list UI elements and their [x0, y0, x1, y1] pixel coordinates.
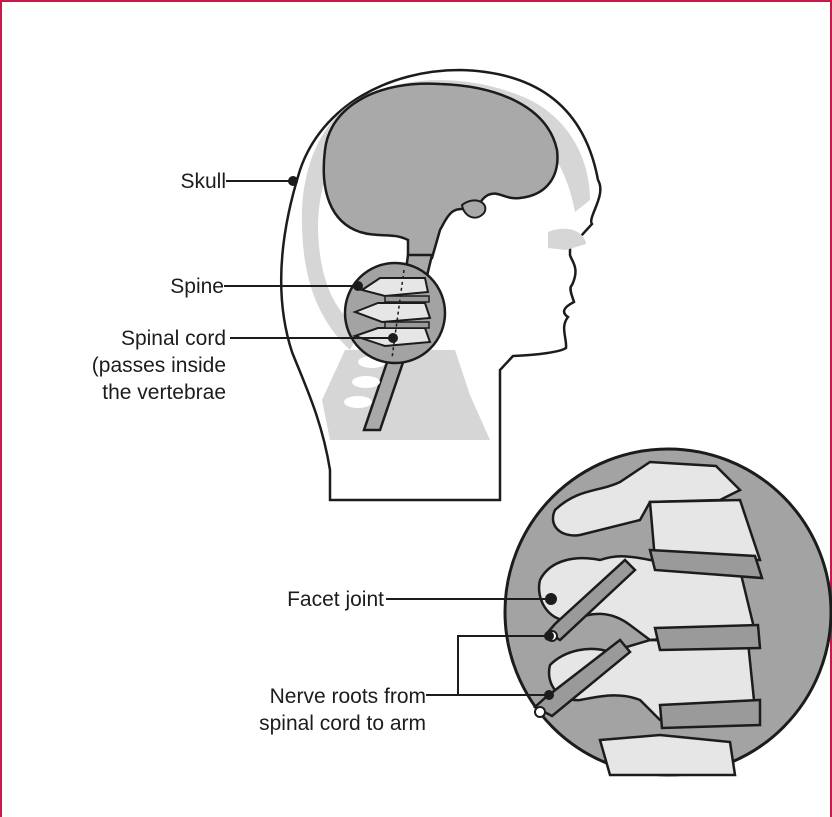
spinal-cord-label-line-1: Spinal cord — [92, 325, 226, 352]
nerve-roots-label-line-2: spinal cord to arm — [259, 710, 426, 737]
nerve-roots-label-line-1: Nerve roots from — [259, 683, 426, 710]
spinal-cord-label-line-2: (passes inside — [92, 352, 226, 379]
facet-joint-label: Facet joint — [287, 586, 384, 613]
spine-label: Spine — [170, 273, 224, 300]
spine-closeup — [505, 449, 831, 775]
nerve-roots-label: Nerve roots from spinal cord to arm — [259, 683, 426, 737]
spinal-cord-label-line-3: the vertebrae — [92, 379, 226, 406]
spine-magnifier — [345, 263, 445, 363]
spinal-cord-label: Spinal cord (passes inside the vertebrae — [92, 325, 226, 406]
skull-label: Skull — [180, 168, 226, 195]
